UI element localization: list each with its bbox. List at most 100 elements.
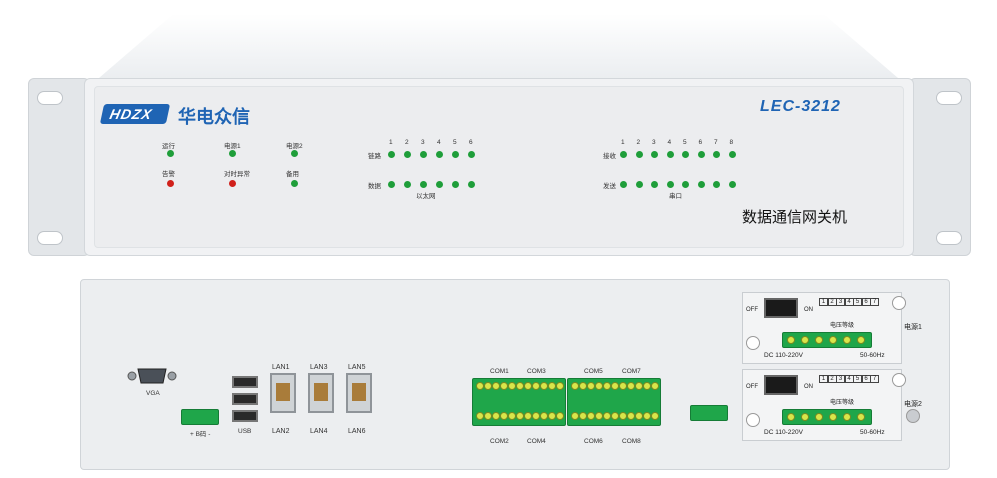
terminal-screw-icon bbox=[556, 412, 564, 420]
mount-hole-icon bbox=[936, 91, 962, 105]
power-switch-2[interactable] bbox=[764, 375, 798, 395]
eth-link-led-4 bbox=[452, 151, 459, 158]
dip-number: 7 bbox=[870, 375, 879, 383]
psu-dc-label: DC 110-220V bbox=[764, 429, 803, 436]
eth-port-number: 4 bbox=[437, 139, 441, 146]
terminal-screw-icon bbox=[516, 412, 524, 420]
status-led-2 bbox=[291, 150, 298, 157]
terminal-screw-icon bbox=[787, 413, 795, 421]
serial-rx-led-7 bbox=[728, 151, 736, 158]
terminal-screw-icon bbox=[815, 413, 823, 421]
com-top-label: COM1 bbox=[490, 368, 509, 375]
eth-link-led-2 bbox=[420, 151, 427, 158]
alarm-terminal[interactable] bbox=[690, 405, 728, 421]
vga-port[interactable] bbox=[127, 366, 177, 386]
terminal-screw-icon bbox=[829, 336, 837, 344]
eth-data-led-2 bbox=[420, 181, 427, 188]
status-led-4 bbox=[229, 180, 236, 187]
serial-rx-led-2 bbox=[651, 151, 658, 158]
terminal-screw-icon bbox=[524, 382, 532, 390]
front-faceplate bbox=[94, 86, 904, 248]
product-name: 数据通信网关机 bbox=[742, 209, 848, 226]
terminal-screw-icon bbox=[801, 336, 809, 344]
com-top-label: COM3 bbox=[527, 368, 546, 375]
lan-bottom-label: LAN6 bbox=[348, 428, 366, 435]
eth-port-number: 3 bbox=[421, 139, 425, 146]
serial-tx-led-5 bbox=[697, 181, 705, 188]
usb-port-1[interactable] bbox=[232, 376, 258, 388]
terminal-screw-icon bbox=[524, 412, 532, 420]
chassis-top-cover bbox=[92, 14, 905, 84]
psu-power-label-2: 电源2 bbox=[904, 401, 922, 408]
com-bottom-label: COM4 bbox=[527, 438, 546, 445]
usb-port-3[interactable] bbox=[232, 410, 258, 422]
lan-port-top[interactable] bbox=[270, 373, 296, 413]
serial-tx-led-4 bbox=[682, 181, 689, 188]
terminal-screw-icon bbox=[587, 382, 595, 390]
terminal-screw-icon bbox=[484, 382, 492, 390]
status-label: 告警 bbox=[162, 171, 175, 178]
terminal-screw-icon bbox=[540, 412, 548, 420]
status-led-5 bbox=[291, 180, 298, 187]
lan-port-top[interactable] bbox=[308, 373, 334, 413]
terminal-screw-icon bbox=[611, 412, 619, 420]
com-bottom-label: COM2 bbox=[490, 438, 509, 445]
psu-on-label: ON bbox=[804, 384, 813, 390]
terminal-screw-icon bbox=[508, 412, 516, 420]
terminal-screw-icon bbox=[603, 382, 611, 390]
psu-off-label: OFF bbox=[746, 307, 758, 313]
serial-port-number: 5 bbox=[683, 139, 687, 146]
terminal-screw-icon bbox=[579, 382, 587, 390]
status-label: 对时异常 bbox=[224, 171, 250, 178]
usb-port-2[interactable] bbox=[232, 393, 258, 405]
terminal-screw-icon bbox=[508, 382, 516, 390]
eth-link-led-5 bbox=[468, 151, 475, 158]
terminal-screw-icon bbox=[787, 336, 795, 344]
psu-dc-label: DC 110-220V bbox=[764, 352, 803, 359]
vga-label: VGA bbox=[146, 390, 160, 397]
rj45-pins-icon bbox=[352, 383, 366, 401]
serial-rx-led-4 bbox=[682, 151, 689, 158]
serial-row2-label: 发送 bbox=[603, 183, 616, 190]
terminal-screw-icon bbox=[595, 382, 603, 390]
serial-rx-led-6 bbox=[713, 151, 720, 158]
eth-link-led-0 bbox=[388, 151, 395, 158]
terminal-screw-icon bbox=[619, 412, 627, 420]
terminal-screw-icon bbox=[627, 382, 635, 390]
terminal-screw-icon bbox=[484, 412, 492, 420]
power-switch-1[interactable] bbox=[764, 298, 798, 318]
terminal-screw-icon bbox=[843, 413, 851, 421]
terminal-screw-icon bbox=[571, 412, 579, 420]
serial-port-number: 8 bbox=[729, 139, 734, 146]
terminal-screw-icon bbox=[492, 382, 500, 390]
status-led-0 bbox=[167, 150, 174, 157]
lan-port-top[interactable] bbox=[346, 373, 372, 413]
psu-screw-icon bbox=[892, 373, 906, 387]
terminal-screw-icon bbox=[801, 413, 809, 421]
terminal-screw-icon bbox=[643, 382, 651, 390]
bcode-terminal[interactable] bbox=[181, 409, 219, 425]
psu-caption: 电压等级 bbox=[830, 323, 855, 329]
eth-port-number: 6 bbox=[469, 139, 473, 146]
terminal-screw-icon bbox=[829, 413, 837, 421]
terminal-screw-icon bbox=[548, 382, 556, 390]
psu-screw-icon bbox=[892, 296, 906, 310]
terminal-screw-icon bbox=[603, 412, 611, 420]
terminal-screw-icon bbox=[540, 382, 548, 390]
terminal-screw-icon bbox=[476, 412, 484, 420]
terminal-screw-icon bbox=[815, 336, 823, 344]
bcode-label: + B码 - bbox=[190, 431, 211, 438]
status-label: 电源2 bbox=[286, 143, 303, 150]
mount-hole-icon bbox=[936, 231, 962, 245]
model-number: LEC-3212 bbox=[760, 98, 841, 115]
serial-rx-led-3 bbox=[666, 151, 674, 158]
serial-group-label: 串口 bbox=[669, 193, 682, 200]
eth-link-led-3 bbox=[436, 151, 443, 158]
rack-ear-left bbox=[28, 78, 90, 256]
terminal-screw-icon bbox=[595, 412, 603, 420]
terminal-screw-icon bbox=[556, 382, 564, 390]
eth-row1-label: 链路 bbox=[368, 153, 381, 160]
eth-data-led-0 bbox=[388, 181, 395, 188]
terminal-screw-icon bbox=[635, 382, 643, 390]
serial-rx-led-5 bbox=[697, 151, 705, 158]
